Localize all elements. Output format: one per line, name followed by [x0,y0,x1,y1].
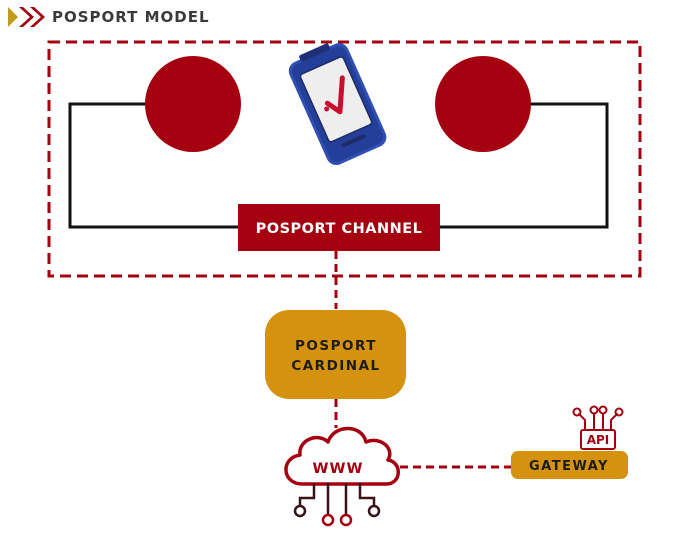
right-connector-line [440,102,609,229]
api-label: API [587,433,610,447]
header: POSPORT MODEL [6,6,210,28]
checkmark-icon [324,75,345,115]
posport-cardinal-box [265,310,406,399]
left-connector-line [68,102,238,229]
gateway-label: GATEWAY [529,459,609,474]
www-label: WWW [313,461,364,477]
pos-terminal-icon [288,43,387,166]
posport-channel-label: POSPORT CHANNEL [256,221,423,237]
double-chevron-icon [8,7,45,27]
left-node-circle [145,56,241,152]
cardinal-label-line2: CARDINAL [291,358,380,374]
channel-boundary [47,40,642,278]
posport-channel-box [238,204,440,251]
cloud-network-icon: WWW [284,426,400,527]
cardinal-label-line1: POSPORT [295,338,377,354]
api-circuit-icon: API [572,405,624,450]
right-node-circle [435,56,531,152]
page-title: POSPORT MODEL [52,8,210,26]
gateway-box [511,451,628,479]
